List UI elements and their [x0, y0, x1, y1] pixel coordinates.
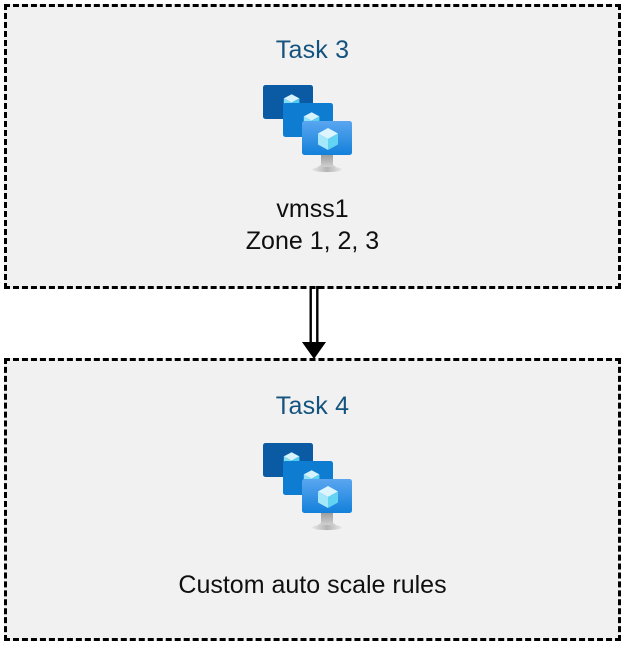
caption-line: Custom auto scale rules	[178, 571, 447, 599]
vm-scale-set-icon-wrapper	[261, 439, 365, 535]
azure-vm-scale-set-icon	[262, 443, 352, 531]
arrow-head-icon	[302, 342, 326, 359]
task-node-task-3[interactable]: Task 3	[4, 4, 621, 289]
arrow-shaft-left	[309, 286, 312, 343]
task-caption-block: vmss1 Zone 1, 2, 3	[246, 193, 379, 257]
flow-arrow-task3-to-task4	[302, 286, 326, 359]
task-caption-block: Custom auto scale rules	[178, 569, 446, 601]
caption-line: vmss1	[276, 195, 349, 223]
arrow-shaft-right	[316, 286, 319, 343]
task-title: Task 4	[275, 392, 350, 420]
vm-scale-set-icon-wrapper	[261, 81, 365, 177]
task-node-task-4[interactable]: Task 4	[4, 358, 621, 641]
caption-line: Zone 1, 2, 3	[245, 227, 380, 255]
task-title: Task 3	[275, 36, 350, 64]
azure-vm-scale-set-icon	[262, 85, 352, 173]
